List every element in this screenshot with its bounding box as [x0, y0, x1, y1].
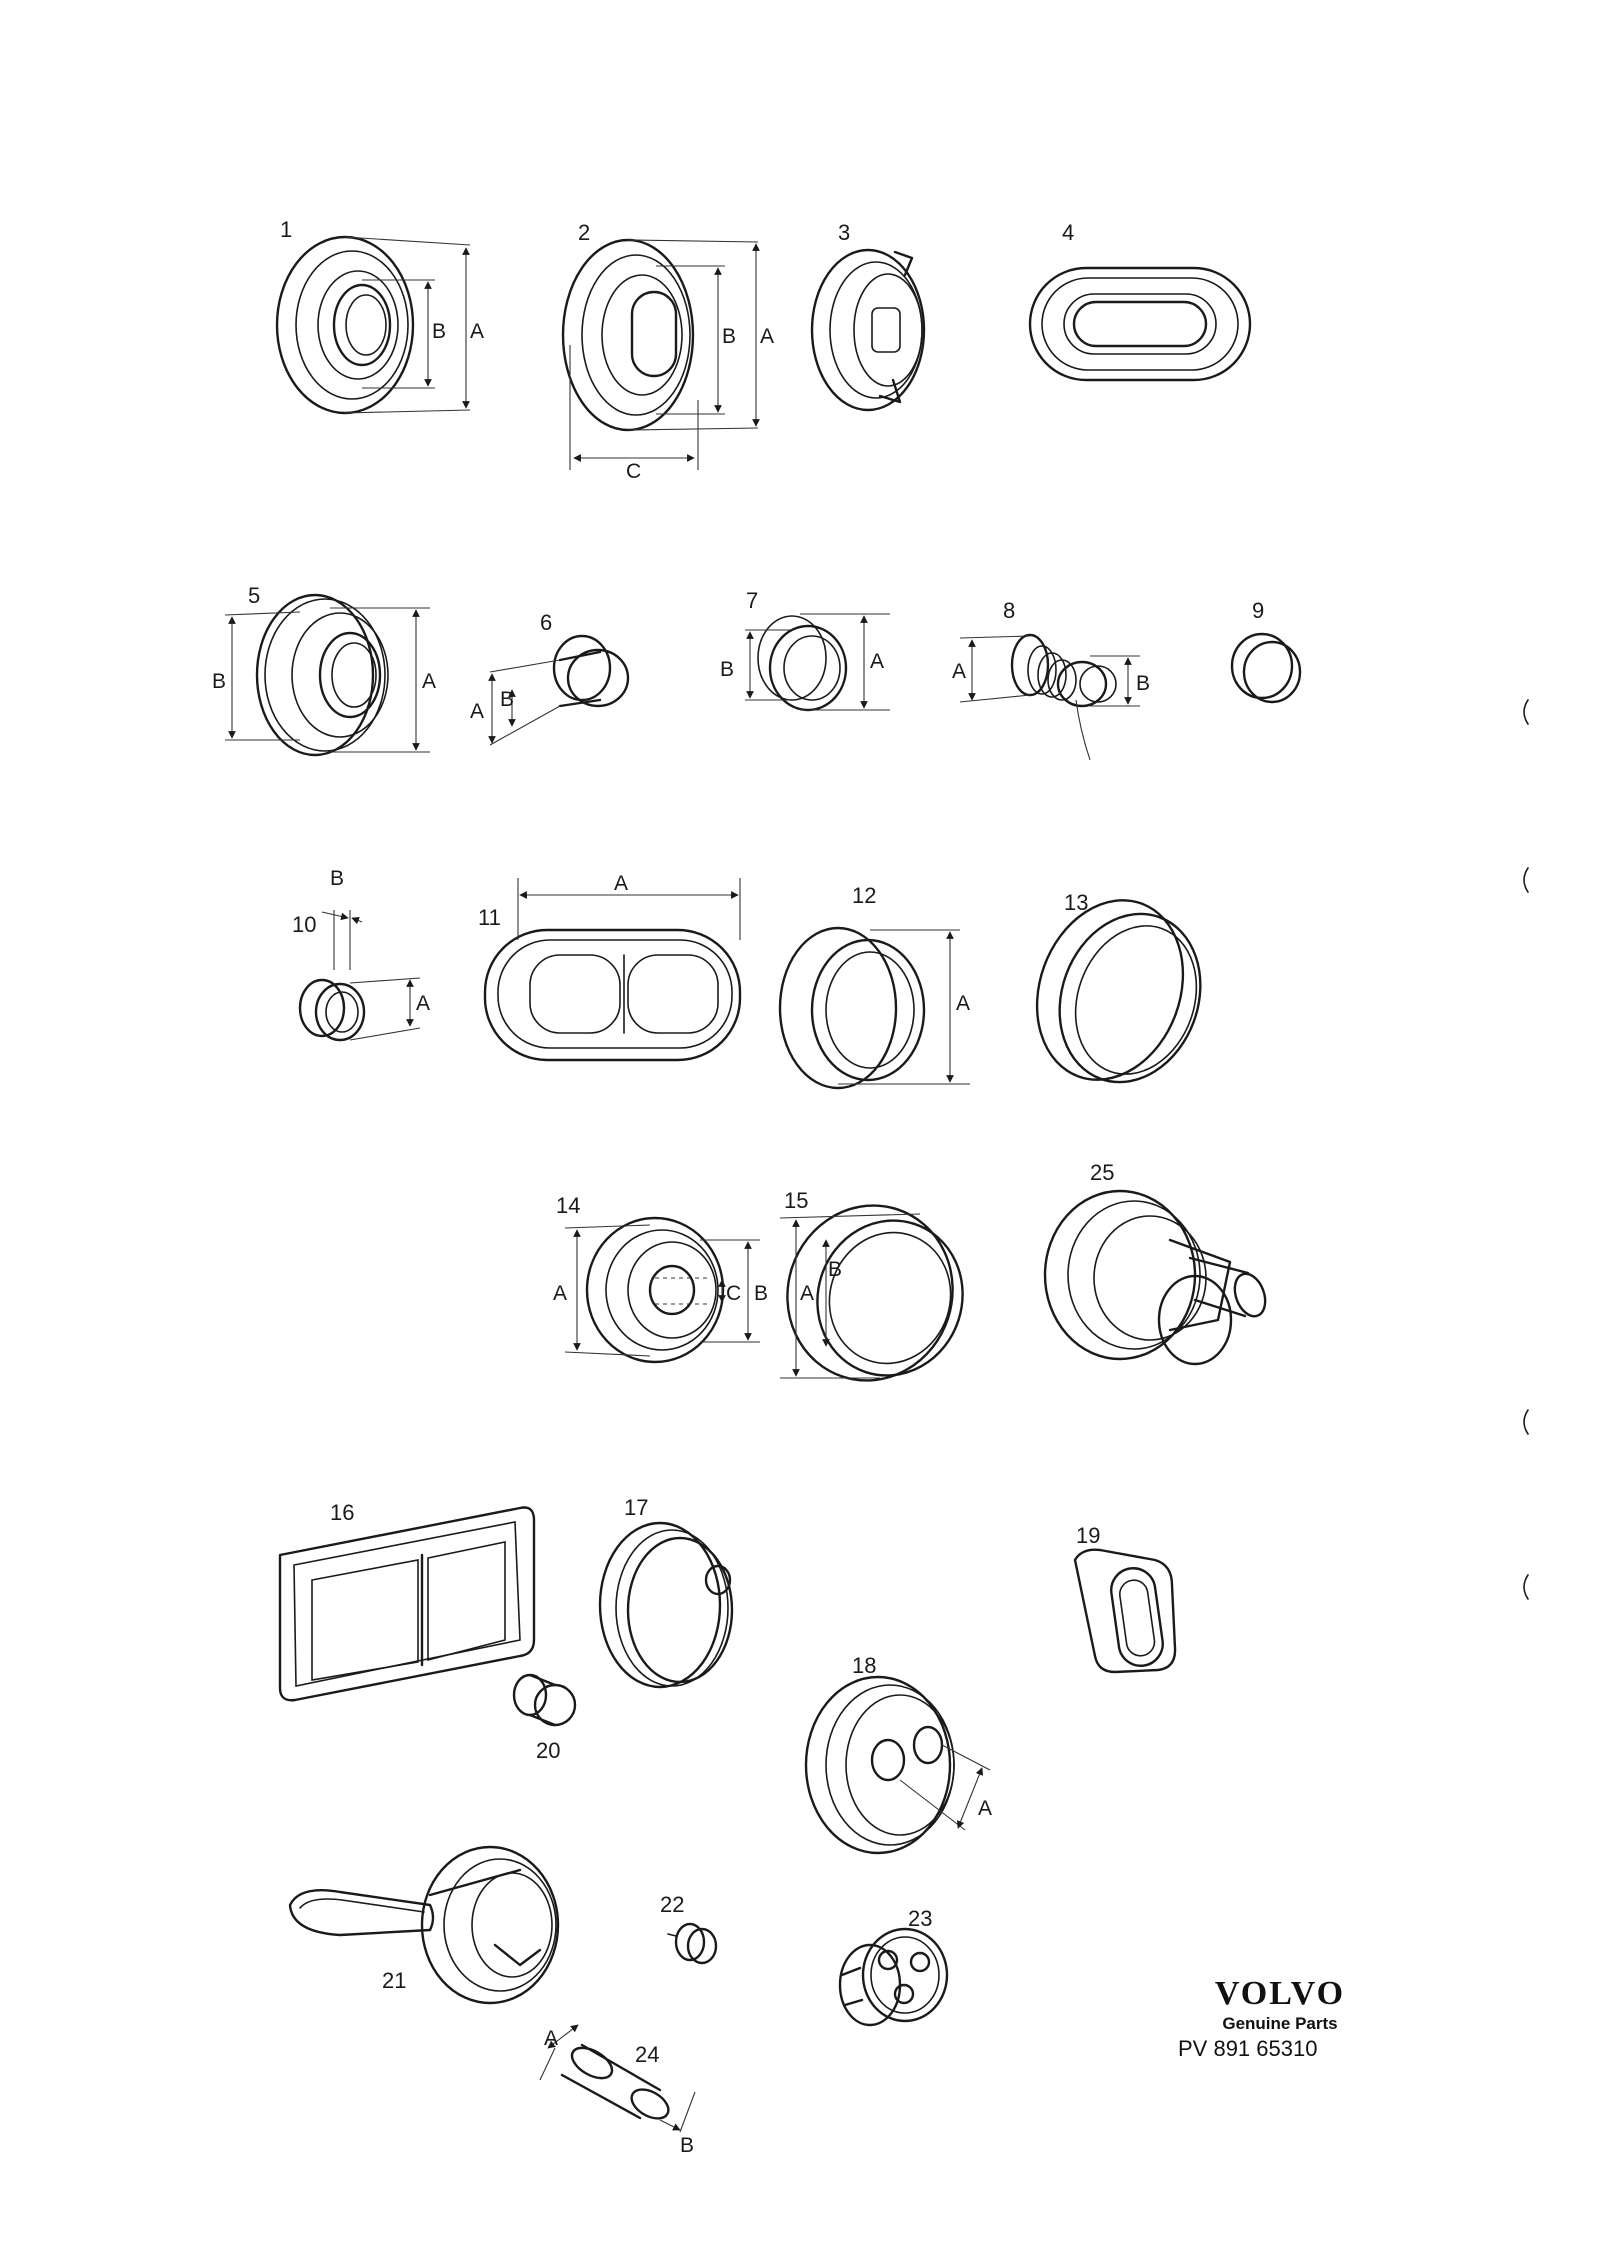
- dimension-label-a: A: [956, 992, 970, 1015]
- part-13-oval-ring: [1035, 899, 1202, 1084]
- dimension-label-b: B: [500, 688, 514, 711]
- part-17-blanking-plug: [598, 1521, 734, 1689]
- part-number-22: 22: [660, 1892, 684, 1917]
- part-4-slot-grommet: [1028, 266, 1252, 382]
- part-15-ring: [779, 1204, 964, 1382]
- dimension-label-b: B: [722, 325, 736, 348]
- dimension-label-b: B: [828, 1258, 842, 1281]
- dimension-label-a: A: [416, 992, 430, 1015]
- part-7-grommet: [745, 613, 890, 712]
- part-6-plug: [488, 634, 630, 746]
- part-19-slot-grommet: [1073, 1548, 1177, 1674]
- part-24-sleeve: [539, 2024, 696, 2133]
- part-18-multi-hole-grommet: [804, 1675, 991, 1855]
- part-number-3: 3: [838, 220, 850, 245]
- part-number-14: 14: [556, 1193, 580, 1218]
- part-number-10: 10: [292, 912, 316, 937]
- brand-name: VOLVO: [1214, 1975, 1346, 2012]
- dimension-label-a: A: [800, 1282, 814, 1305]
- part-number-6: 6: [540, 610, 552, 635]
- part-number-16: 16: [330, 1500, 354, 1525]
- part-9-cap: [1230, 632, 1302, 704]
- part-number-9: 9: [1252, 598, 1264, 623]
- brand-subtitle: Genuine Parts: [1222, 2014, 1338, 2033]
- margin-marks: [1523, 699, 1529, 1600]
- part-number-5: 5: [248, 583, 260, 608]
- part-number-8: 8: [1003, 598, 1015, 623]
- part-14-grommet: [564, 1216, 760, 1364]
- dimension-label-c: C: [726, 1282, 741, 1305]
- part-5-grommet: [224, 593, 430, 757]
- part-22-small-plug: [667, 1922, 718, 1965]
- volvo-logo: VOLVO Genuine Parts PV 891 65310: [1150, 1975, 1410, 2063]
- dimension-label-a: A: [870, 650, 884, 673]
- dimension-label-b: B: [680, 2134, 694, 2157]
- part-11-double-grommet: [483, 878, 742, 1062]
- dimension-label-b: B: [754, 1282, 768, 1305]
- part-23-three-hole-grommet: [838, 1927, 949, 2027]
- dimension-label-c: C: [626, 460, 641, 483]
- dimension-label-a: A: [760, 325, 774, 348]
- part-number-20: 20: [536, 1738, 560, 1763]
- part-number-7: 7: [746, 588, 758, 613]
- dimension-label-a: A: [952, 660, 966, 683]
- part-16-rectangular-grommet: [278, 1506, 536, 1702]
- dimension-label-b: B: [1136, 672, 1150, 695]
- dimension-label-a: A: [422, 670, 436, 693]
- part-number-21: 21: [382, 1968, 406, 1993]
- dimension-label-b: B: [330, 867, 344, 890]
- dimension-label-b: B: [432, 320, 446, 343]
- part-1-grommet: [275, 235, 471, 415]
- part-number-13: 13: [1064, 890, 1088, 915]
- part-number-2: 2: [578, 220, 590, 245]
- part-number-15: 15: [784, 1188, 808, 1213]
- part-number-19: 19: [1076, 1523, 1100, 1548]
- part-8-sleeve: [959, 633, 1140, 761]
- part-number-17: 17: [624, 1495, 648, 1520]
- dimension-label-a: A: [544, 2027, 558, 2050]
- catalog-code: PV 891 65310: [1178, 2036, 1318, 2061]
- dimension-label-a: A: [470, 700, 484, 723]
- dimension-label-a: A: [978, 1797, 992, 1820]
- part-25-boot: [1043, 1189, 1267, 1366]
- part-12-sleeve: [778, 926, 970, 1090]
- part-3-split-grommet: [810, 248, 926, 412]
- part-number-1: 1: [280, 217, 292, 242]
- part-number-24: 24: [635, 2042, 659, 2067]
- part-number-18: 18: [852, 1653, 876, 1678]
- dimension-label-b: B: [212, 670, 226, 693]
- part-20-plug: [512, 1673, 577, 1727]
- part-number-4: 4: [1062, 220, 1074, 245]
- part-number-25: 25: [1090, 1160, 1114, 1185]
- part-number-11: 11: [478, 905, 501, 930]
- part-21-grommet-with-strap: [288, 1845, 560, 2005]
- part-10-ring: [298, 910, 421, 1042]
- part-number-23: 23: [908, 1906, 932, 1931]
- part-number-12: 12: [852, 883, 876, 908]
- dimension-label-b: B: [720, 658, 734, 681]
- dimension-label-a: A: [470, 320, 484, 343]
- dimension-label-a: A: [614, 872, 628, 895]
- dimension-label-a: A: [553, 1282, 567, 1305]
- part-2-grommet-oval: [561, 238, 760, 470]
